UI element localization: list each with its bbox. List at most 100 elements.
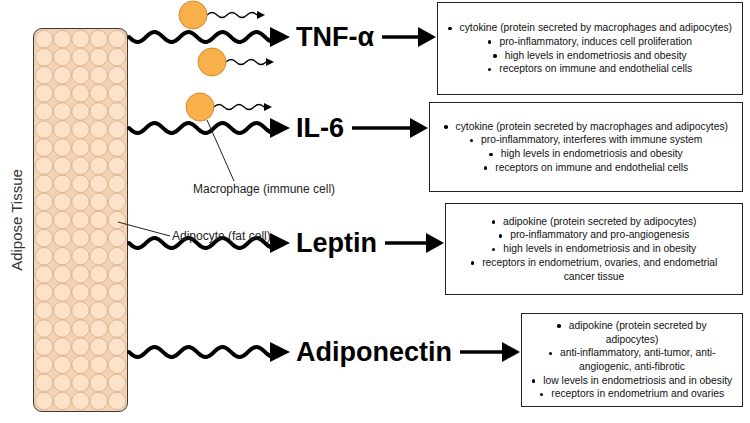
adipocyte-cell	[108, 175, 125, 192]
adipocyte-cell	[54, 66, 71, 83]
adipocyte-cell	[72, 66, 89, 83]
bullet-item: high levels in endometriosis and obesity	[438, 147, 734, 161]
bullet-text: pro-inflammatory and pro-angiogenesis	[510, 229, 689, 240]
macrophage-signal	[207, 13, 266, 110]
bullet-text: pro-inflammatory, interferes with immune…	[481, 134, 702, 145]
adipocyte-cell	[72, 247, 89, 264]
adipocyte-cell	[35, 139, 52, 156]
bullet-dot	[549, 352, 553, 356]
arrow-head	[270, 118, 290, 138]
adipocyte-cell	[35, 356, 52, 373]
bullet-item: receptors in endometrium, ovaries, and e…	[454, 256, 734, 283]
bullet-item: pro-inflammatory, interferes with immune…	[438, 133, 734, 147]
bullet-dot	[488, 68, 492, 72]
straight-arrow	[352, 126, 414, 130]
adipocyte-cell	[54, 229, 71, 246]
adipocyte-cell	[90, 392, 107, 409]
bullet-text: high levels in endometriosis and obesity	[501, 148, 683, 159]
tissue-heading: Adipose Tissue	[8, 169, 25, 271]
adipocyte-cell	[54, 157, 71, 174]
adipocyte-cell	[35, 157, 52, 174]
adipocyte-cell	[35, 193, 52, 210]
molecule-label: IL-6	[296, 113, 344, 144]
adipocyte-cell	[54, 247, 71, 264]
adipocyte-cell	[72, 229, 89, 246]
adipocyte-cell	[90, 229, 107, 246]
molecule-label: Adiponectin	[296, 337, 452, 368]
adipocyte-cell	[72, 284, 89, 301]
bullet-text: anti-inflammatory, anti-tumor, anti-angi…	[560, 347, 715, 372]
adipocyte-cell	[108, 103, 125, 120]
straight-arrow	[460, 350, 506, 354]
adipocyte-cell	[35, 338, 52, 355]
arrow-head	[502, 342, 520, 362]
bullet-item: high levels in endometriosis and obesity	[446, 49, 734, 63]
adipocyte-cell	[90, 338, 107, 355]
adipocyte-cell	[90, 284, 107, 301]
adipocyte-cell	[54, 338, 71, 355]
bullet-dot	[488, 40, 492, 44]
adipocyte-cell	[35, 48, 52, 65]
wavy-arrow	[129, 32, 272, 42]
adipocyte-cell	[54, 374, 71, 391]
adipocyte-cell	[35, 320, 52, 337]
bullet-text: receptors in endometrium, ovaries, and e…	[482, 257, 717, 282]
bullet-text: cytokine (protein secreted by macrophage…	[460, 22, 732, 33]
bullet-text: high levels in endometriosis and in obes…	[503, 243, 696, 254]
adipocyte-cell	[108, 247, 125, 264]
adipocyte-cell	[108, 66, 125, 83]
secretion-arrow	[129, 118, 428, 138]
adipocyte-cell	[54, 121, 71, 138]
molecule-label: Leptin	[296, 228, 377, 259]
adipocyte-cell	[72, 302, 89, 319]
adipocyte-cell	[72, 374, 89, 391]
bullet-text: cytokine (protein secreted by macrophage…	[456, 121, 728, 132]
bullet-dot	[493, 54, 497, 58]
info-box: cytokine (protein secreted by macrophage…	[437, 2, 743, 95]
adipocyte-cell	[90, 66, 107, 83]
annotation-label: Macrophage (immune cell)	[193, 182, 335, 196]
straight-arrow	[385, 241, 430, 245]
bullet-dot	[471, 261, 475, 265]
adipocyte-cell	[108, 320, 125, 337]
adipocyte-cell	[108, 193, 125, 210]
leader-lines	[118, 120, 234, 236]
adipocyte-cell	[72, 175, 89, 192]
adipocyte-cell	[35, 30, 52, 47]
adipocyte-cell	[72, 121, 89, 138]
bullet-text: adipokine (protein secreted by adipocyte…	[503, 216, 696, 227]
bullet-text: receptors on immune and endothelial cell…	[495, 162, 688, 173]
adipocyte-cell	[54, 103, 71, 120]
signal-head	[264, 103, 272, 111]
adipocyte-cell	[72, 48, 89, 65]
macrophage-cell	[179, 1, 207, 29]
adipocyte-cell	[54, 30, 71, 47]
info-box: cytokine (protein secreted by macrophage…	[429, 102, 743, 192]
adipocyte-cell	[35, 392, 52, 409]
adipocyte-cell	[72, 356, 89, 373]
bullet-dot	[444, 125, 448, 129]
adipocyte-cell	[90, 320, 107, 337]
arrow-head	[270, 342, 290, 362]
adipocyte-cell	[72, 30, 89, 47]
adipocyte-cell	[90, 193, 107, 210]
adipocyte-cell	[35, 175, 52, 192]
wavy-arrow	[129, 347, 272, 357]
adipocyte-cell	[72, 338, 89, 355]
adipocyte-cell	[90, 121, 107, 138]
straight-arrow	[382, 35, 422, 39]
arrow-head	[418, 27, 436, 47]
secretion-arrow	[129, 27, 436, 47]
bullet-dot	[540, 393, 544, 397]
adipocyte-cell	[90, 211, 107, 228]
macrophage-cell	[186, 93, 214, 121]
adipocyte-cell	[90, 374, 107, 391]
adipocyte-cell	[108, 284, 125, 301]
macrophages	[179, 1, 226, 121]
arrow-head	[270, 27, 290, 47]
bullet-item: anti-inflammatory, anti-tumor, anti-angi…	[530, 346, 734, 373]
bullet-text: receptors in endometrium and ovaries	[551, 388, 724, 399]
adipocyte-cell	[72, 157, 89, 174]
adipocyte-cell	[72, 85, 89, 102]
bullet-item: receptors on immune and endothelial cell…	[438, 161, 734, 175]
